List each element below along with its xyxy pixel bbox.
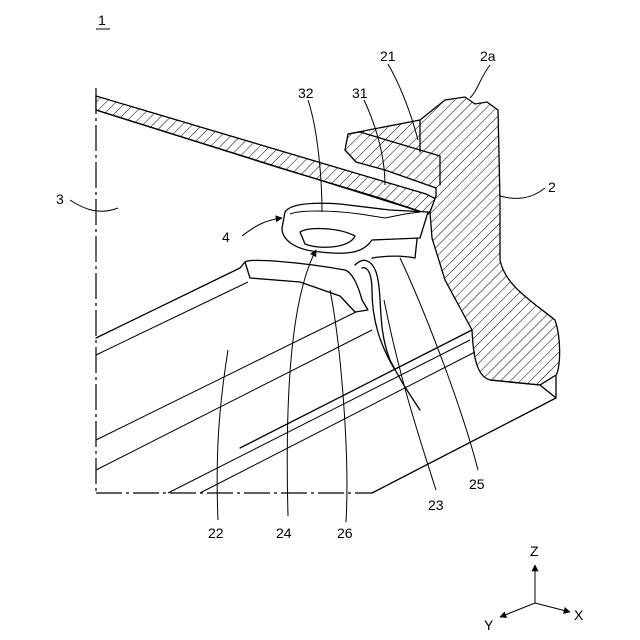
- floor-line-1: [96, 282, 248, 355]
- floor-front-edge: [96, 262, 245, 338]
- leader-2: [500, 188, 545, 198]
- leader-26: [330, 290, 347, 522]
- ref-23: 23: [428, 497, 444, 513]
- axis-y-arrow: [500, 603, 535, 617]
- axis-y-label: Y: [484, 617, 494, 633]
- housing-groove-1: [168, 340, 470, 493]
- housing-groove-2: [200, 352, 475, 493]
- ref-21: 21: [380, 48, 396, 64]
- ref-22: 22: [208, 525, 224, 541]
- ref-2a: 2a: [480, 48, 496, 64]
- figure-number: 1: [98, 12, 106, 28]
- arm-23: [355, 260, 420, 410]
- rib-26: [245, 260, 368, 312]
- ref-3: 3: [56, 191, 64, 207]
- arrow-24: [287, 250, 316, 516]
- ref-31: 31: [352, 85, 368, 101]
- leader-3: [70, 200, 118, 211]
- axis-triad: Z X Y: [484, 543, 584, 633]
- ref-2: 2: [548, 179, 556, 195]
- floor-line-2: [96, 310, 360, 440]
- housing-section: [345, 97, 560, 385]
- ref-26: 26: [337, 525, 353, 541]
- leader-2a: [470, 65, 490, 98]
- axis-z-label: Z: [530, 543, 539, 559]
- ref-25: 25: [469, 476, 485, 492]
- floor-line-3: [96, 330, 372, 470]
- ref-4: 4: [222, 229, 230, 245]
- ref-24: 24: [276, 525, 292, 541]
- housing-bottom-face: [490, 380, 556, 398]
- axis-x-arrow: [535, 603, 570, 612]
- housing-bottom-edge: [372, 375, 556, 493]
- leader-32: [308, 100, 322, 212]
- axis-x-label: X: [574, 607, 584, 623]
- lock-tongue-4: [282, 203, 428, 253]
- ref-32: 32: [298, 85, 314, 101]
- arrow-4: [242, 218, 282, 236]
